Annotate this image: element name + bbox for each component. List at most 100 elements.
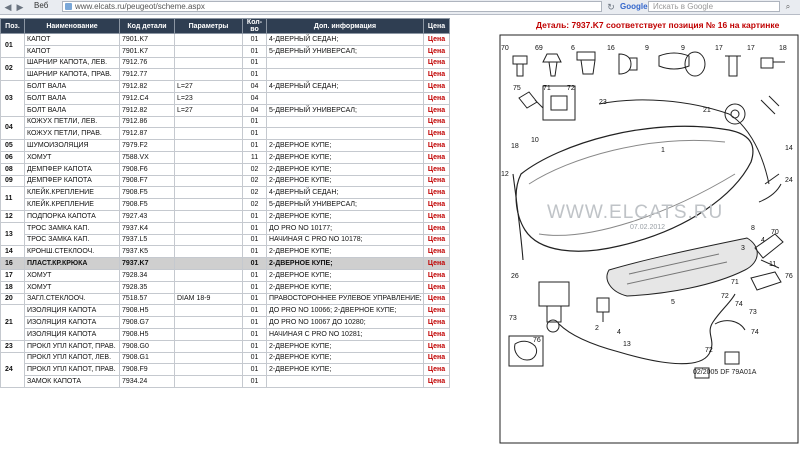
price-link[interactable]: Цена (423, 245, 450, 259)
name-cell[interactable]: ШАРНИР КАПОТА, ЛЕВ. (24, 56, 120, 70)
price-link[interactable]: Цена (423, 174, 450, 188)
price-link[interactable]: Цена (423, 162, 450, 176)
forward-icon[interactable]: ▶ (16, 2, 24, 12)
price-link[interactable]: Цена (423, 257, 450, 270)
price-link[interactable]: Цена (423, 363, 450, 377)
price-link[interactable]: Цена (423, 375, 450, 388)
price-link[interactable]: Цена (423, 221, 450, 235)
name-cell[interactable]: ХОМУТ (24, 268, 120, 282)
name-cell[interactable]: ДЕМПФЕР КАПОТА (24, 174, 120, 188)
price-link[interactable]: Цена (423, 198, 450, 211)
name-cell[interactable]: КАПОТ (24, 33, 120, 46)
name-cell[interactable]: ПЛАСТ.КР.КРЮКА (24, 257, 120, 270)
name-cell[interactable]: БОЛТ ВАЛА (24, 91, 120, 105)
name-cell[interactable]: ШАРНИР КАПОТА, ПРАВ. (24, 68, 120, 82)
price-link[interactable]: Цена (423, 91, 450, 105)
name-cell[interactable]: ТРОС ЗАМКА КАП. (24, 221, 120, 235)
name-cell[interactable]: КОЖУХ ПЕТЛИ, ЛЕВ. (24, 115, 120, 129)
name-cell[interactable]: ЗАМОК КАПОТА (24, 375, 120, 388)
price-link[interactable]: Цена (423, 186, 450, 200)
price-link[interactable]: Цена (423, 233, 450, 247)
name-cell[interactable]: БОЛТ ВАЛА (24, 80, 120, 93)
search-input[interactable]: Искать в Google (648, 1, 780, 12)
price-link[interactable]: Цена (423, 68, 450, 82)
name-cell[interactable]: ИЗОЛЯЦИЯ КАПОТА (24, 304, 120, 318)
name-cell[interactable]: ХОМУТ (24, 280, 120, 294)
name-cell[interactable]: ИЗОЛЯЦИЯ КАПОТА (24, 327, 120, 341)
callout-label: 4 (617, 329, 621, 336)
name-cell[interactable]: БОЛТ ВАЛА (24, 103, 120, 117)
name-cell[interactable]: КРОНШ.СТЕКЛООЧ. (24, 245, 120, 259)
name-cell[interactable]: ШУМОИЗОЛЯЦИЯ (24, 139, 120, 152)
price-link[interactable]: Цена (423, 304, 450, 318)
name-cell[interactable]: ХОМУТ (24, 150, 120, 164)
price-link[interactable]: Цена (423, 209, 450, 223)
price-link[interactable]: Цена (423, 139, 450, 152)
price-link[interactable]: Цена (423, 339, 450, 353)
address-bar[interactable]: www.elcats.ru/peugeot/scheme.aspx (62, 1, 602, 12)
price-link[interactable]: Цена (423, 80, 450, 93)
search-icon[interactable]: ⌕ (785, 2, 791, 11)
price-link[interactable]: Цена (423, 33, 450, 46)
price-link[interactable]: Цена (423, 268, 450, 282)
price-link[interactable]: Цена (423, 280, 450, 294)
name-cell[interactable]: ПОДПОРКА КАПОТА (24, 209, 120, 223)
price-link[interactable]: Цена (423, 292, 450, 306)
name-cell[interactable]: КЛЕЙК.КРЕПЛЕНИЕ (24, 198, 120, 211)
name-cell[interactable]: КОЖУХ ПЕТЛИ, ПРАВ. (24, 127, 120, 141)
price-link[interactable]: Цена (423, 127, 450, 141)
price-link[interactable]: Цена (423, 115, 450, 129)
name-cell[interactable]: ИЗОЛЯЦИЯ КАПОТА (24, 316, 120, 329)
code-cell: 7937.K4 (119, 221, 175, 235)
name-cell[interactable]: КЛЕЙК.КРЕПЛЕНИЕ (24, 186, 120, 200)
name-cell[interactable]: ПРОКЛ УПЛ КАПОТ, ПРАВ. (24, 339, 120, 353)
refresh-icon[interactable]: ↻ (607, 2, 615, 12)
price-link[interactable]: Цена (423, 327, 450, 341)
price-link[interactable]: Цена (423, 150, 450, 164)
price-link[interactable]: Цена (423, 44, 450, 58)
price-link[interactable]: Цена (423, 103, 450, 117)
name-cell[interactable]: ДЕМПФЕР КАПОТА (24, 162, 120, 176)
name-cell[interactable]: ЗАГЛ.СТЕКЛООЧ. (24, 292, 120, 306)
price-link[interactable]: Цена (423, 56, 450, 70)
price-link[interactable]: Цена (423, 351, 450, 365)
name-cell[interactable]: КАПОТ (24, 44, 120, 58)
info-cell: ПРАВОСТОРОННЕЕ РУЛЕВОЕ УПРАВЛЕНИЕ; (266, 292, 424, 306)
price-link[interactable]: Цена (423, 316, 450, 329)
code-cell: 7908.F6 (119, 162, 175, 176)
name-cell[interactable]: ПРОКЛ УПЛ КАПОТ, ЛЕВ. (24, 351, 120, 365)
name-cell[interactable]: ПРОКЛ УПЛ КАПОТ, ПРАВ. (24, 363, 120, 377)
name-cell[interactable]: ТРОС ЗАМКА КАП. (24, 233, 120, 247)
back-icon[interactable]: ◀ (4, 2, 12, 12)
